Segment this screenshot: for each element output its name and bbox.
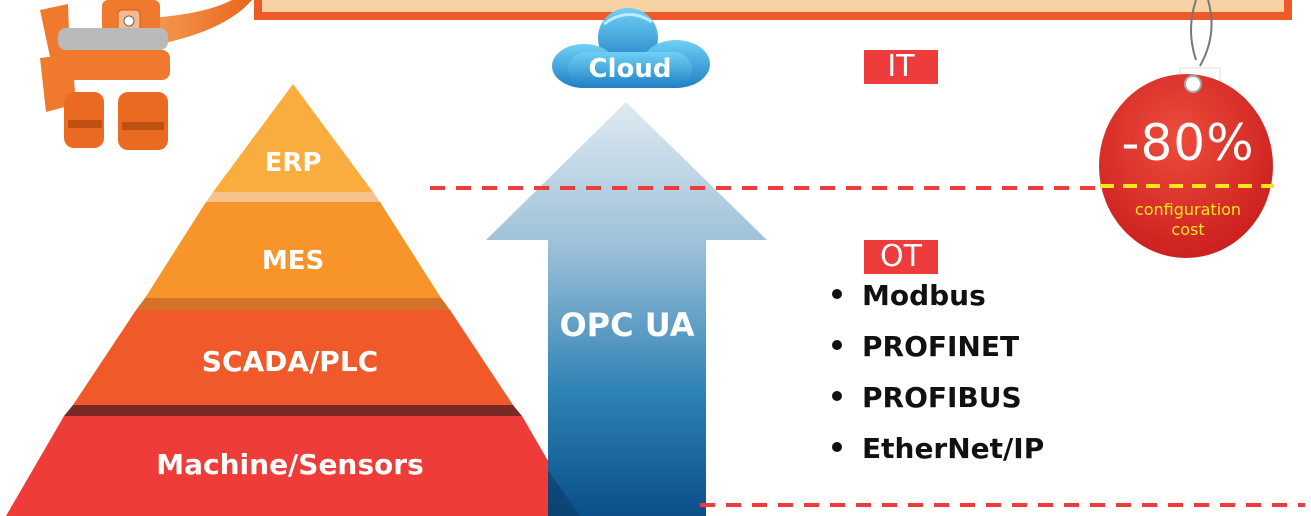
discount-value: -80%: [1121, 114, 1255, 172]
top-banner: [254, 0, 1292, 20]
discount-caption-line2: cost: [1171, 220, 1205, 239]
cloud-label: Cloud: [588, 54, 672, 84]
it-tag: IT: [864, 50, 938, 84]
protocol-list: Modbus PROFINET PROFIBUS EtherNet/IP: [832, 278, 1044, 482]
bullet-icon: [832, 391, 842, 401]
bullet-icon: [832, 289, 842, 299]
robot-mascot-icon: [40, 0, 252, 150]
ot-tag: OT: [864, 240, 938, 274]
pyramid-layer-scada-plc: [73, 310, 513, 405]
discount-price-tag: [1099, 0, 1274, 258]
opc-ua-label: OPC UA: [559, 306, 695, 344]
pyramid-label-erp: ERP: [264, 148, 322, 178]
pyramid-layer-erp: [213, 84, 373, 192]
automation-pyramid: [6, 84, 580, 516]
bullet-icon: [832, 442, 842, 452]
pyramid-label-scada-plc: SCADA/PLC: [201, 345, 379, 378]
bullet-icon: [832, 340, 842, 350]
pyramid-layer-mes: [145, 202, 441, 298]
list-item: EtherNet/IP: [832, 431, 1044, 482]
pyramid-layer-machine-sensors: [6, 416, 580, 516]
list-item: PROFINET: [832, 329, 1044, 380]
opc-ua-arrow: [486, 102, 767, 516]
discount-caption-line1: configuration: [1134, 200, 1242, 219]
list-item: PROFIBUS: [832, 380, 1044, 431]
pyramid-label-mes: MES: [261, 246, 325, 276]
list-item: Modbus: [832, 278, 1044, 329]
pyramid-label-machine-sensors: Machine/Sensors: [156, 448, 424, 481]
cloud-icon: [552, 8, 710, 88]
